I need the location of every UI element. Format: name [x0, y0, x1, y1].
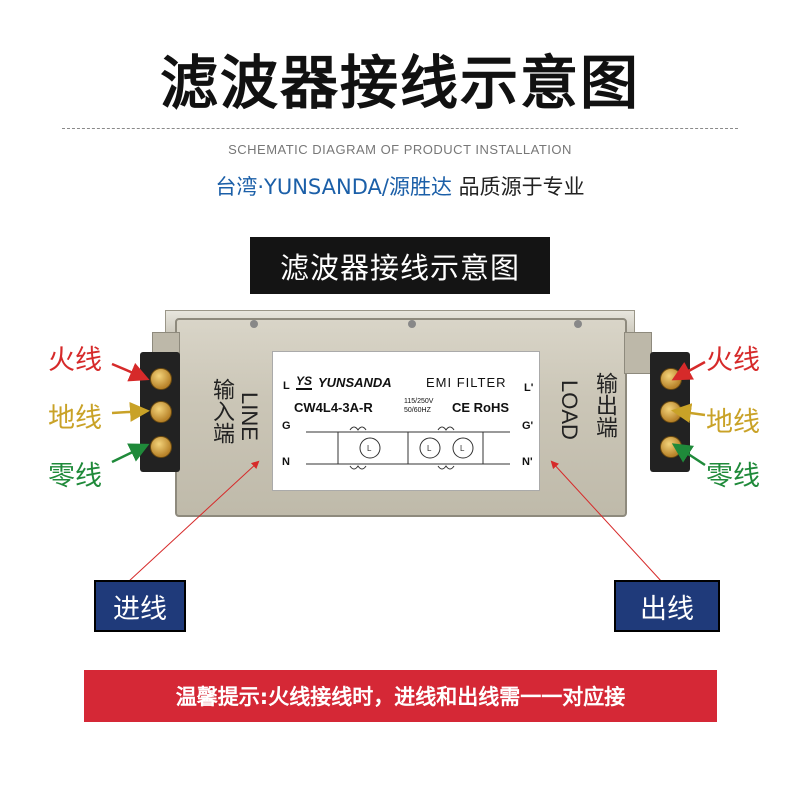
input-label-cn: 输入端	[209, 378, 234, 444]
svg-text:L: L	[460, 444, 465, 453]
right-earth-wire-label: 地线	[706, 407, 760, 438]
input-label-en: LINE	[237, 392, 262, 441]
svg-text:L: L	[427, 444, 432, 453]
arrow-left-neutral	[111, 443, 150, 464]
pin-label: L'	[524, 382, 534, 394]
certification-marks: CE RoHS	[452, 400, 510, 415]
pin-label: L	[283, 380, 290, 392]
pin-label: G'	[522, 420, 534, 432]
subtitle-english: SCHEMATIC DIAGRAM OF PRODUCT INSTALLATIO…	[228, 142, 572, 157]
terminal-screw-icon	[150, 401, 172, 423]
top-screw-icon	[574, 320, 582, 328]
slogan-brand: 台湾·YUNSANDA/源胜达	[215, 175, 452, 199]
right-neutral-wire-label: 零线	[706, 461, 760, 492]
filter-label-sheet	[272, 351, 540, 491]
notice-banner: 温馨提示:火线接线时，进线和出线需一一对应接	[84, 670, 717, 722]
left-neutral-wire-label: 零线	[48, 461, 102, 492]
circuit-schematic-icon: L L L	[306, 426, 510, 470]
output-label-cn: 输出端	[592, 372, 617, 438]
arrow-left-earth	[111, 401, 150, 422]
arrow-right-neutral	[671, 443, 706, 467]
rating-voltage: 115/250V	[404, 398, 434, 405]
left-live-wire-label: 火线	[48, 345, 102, 376]
right-live-wire-label: 火线	[706, 345, 760, 376]
top-screw-icon	[408, 320, 416, 328]
brand-name: YUNSANDA	[318, 375, 392, 390]
diagram-banner: 滤波器接线示意图	[250, 237, 550, 294]
terminal-screw-icon	[150, 436, 172, 458]
divider	[62, 128, 738, 129]
pin-label: N'	[522, 456, 533, 468]
product-type: EMI FILTER	[426, 375, 507, 390]
brand-logo-icon: YS	[296, 374, 313, 390]
model-number: CW4L4-3A-R	[294, 400, 373, 415]
top-screw-icon	[250, 320, 258, 328]
callout-line-in	[127, 460, 260, 583]
slogan: 台湾·YUNSANDA/源胜达 品质源于专业	[0, 171, 800, 201]
callout-out: 出线	[614, 580, 720, 632]
slogan-text: 品质源于专业	[451, 175, 585, 199]
svg-text:L: L	[367, 444, 372, 453]
mounting-tab-right	[624, 332, 652, 374]
arrow-left-live	[111, 362, 150, 382]
left-earth-wire-label: 地线	[48, 403, 102, 434]
pin-label: N	[282, 456, 290, 468]
rating-frequency: 50/60HZ	[404, 407, 431, 414]
callout-in: 进线	[94, 580, 186, 632]
arrow-right-live	[671, 360, 706, 381]
pin-label: G	[282, 420, 291, 432]
output-label-en: LOAD	[557, 380, 582, 440]
callout-line-out	[550, 460, 663, 583]
arrow-right-earth	[671, 403, 706, 423]
terminal-screw-icon	[150, 368, 172, 390]
page-title: 滤波器接线示意图	[159, 49, 640, 117]
